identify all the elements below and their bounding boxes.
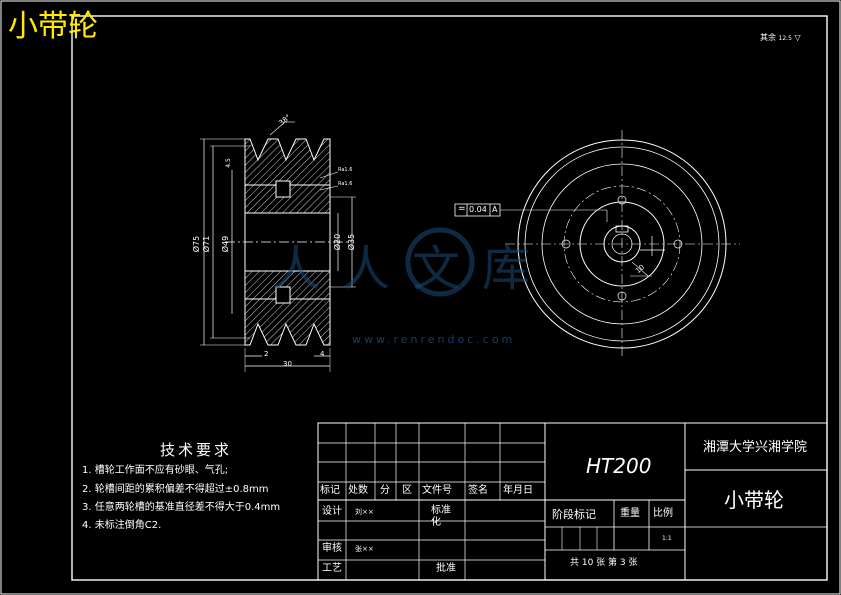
scale-value: 1:1	[662, 535, 672, 542]
front-note-3: Ra1.6	[338, 181, 353, 187]
tolerance-frame	[454, 203, 501, 217]
watermark-url: www.renrendoc.com	[352, 333, 516, 346]
part-name: 小带轮	[724, 488, 784, 512]
tech-req-item-3: 3. 任意两轮槽的基准直径差不得大于0.4mm	[82, 502, 281, 513]
header-date: 年月日	[503, 485, 533, 496]
header-signature: 签名	[468, 485, 488, 496]
dim-edge-offset: 4	[320, 350, 325, 358]
tech-req-heading: 技术要求	[160, 441, 233, 459]
roughness-note: 其余 12.5 ▽	[760, 34, 801, 42]
lower-rim-section	[244, 298, 331, 346]
sheet-info: 共 10 张 第 3 张	[570, 558, 638, 568]
dim-pitch: Ø71	[202, 235, 212, 253]
title-block	[317, 422, 828, 581]
front-note-1: 4.5	[224, 158, 232, 168]
school-name: 湘潭大学兴湘学院	[703, 440, 808, 455]
reviewer-name: 张××	[355, 545, 374, 553]
roughness-value: 12.5	[778, 35, 792, 42]
side-view	[454, 130, 740, 358]
standardize-label: 标准化	[431, 505, 451, 528]
header-section: 分	[380, 485, 390, 496]
front-note-2: Ra1.6	[338, 167, 353, 173]
process-label: 工艺	[322, 563, 342, 574]
corner-title: 小带轮	[8, 9, 98, 44]
material-label: HT200	[586, 454, 652, 478]
dim-groove-offset: 2	[264, 350, 269, 358]
header-count: 处数	[348, 485, 368, 496]
dim-width: 30	[283, 360, 292, 368]
approve-label: 批准	[436, 563, 456, 574]
upper-rim-section	[244, 138, 331, 186]
review-label: 审核	[322, 543, 342, 554]
roughness-symbol-icon: ▽	[794, 33, 801, 42]
tech-req-item-1: 1. 槽轮工作面不应有砂眼、气孔;	[82, 465, 229, 476]
header-zone: 区	[402, 485, 412, 496]
front-section-view	[200, 121, 356, 372]
watermark	[405, 227, 475, 297]
designer-name: 刘××	[355, 508, 374, 516]
tolerance-value: 0.04	[469, 205, 487, 214]
design-label: 设计	[322, 506, 342, 517]
header-mark: 标记	[320, 485, 340, 496]
tech-req-item-4: 4. 未标注倒角C2.	[82, 520, 162, 531]
watermark-text: 人人文库	[272, 241, 553, 297]
tech-req-item-2: 2. 轮槽间距的累积偏差不得超过±0.8mm	[82, 484, 269, 495]
stage-label: 阶段标记	[552, 508, 596, 521]
tolerance-symbol: =	[458, 204, 466, 214]
dim-root: Ø49	[221, 235, 231, 253]
datum-label: A	[492, 205, 498, 214]
weight-label: 重量	[620, 508, 640, 519]
dim-outer: Ø75	[192, 235, 202, 253]
scale-label: 比例	[653, 508, 673, 519]
header-file-no: 文件号	[422, 485, 452, 496]
roughness-label: 其余	[760, 33, 776, 42]
